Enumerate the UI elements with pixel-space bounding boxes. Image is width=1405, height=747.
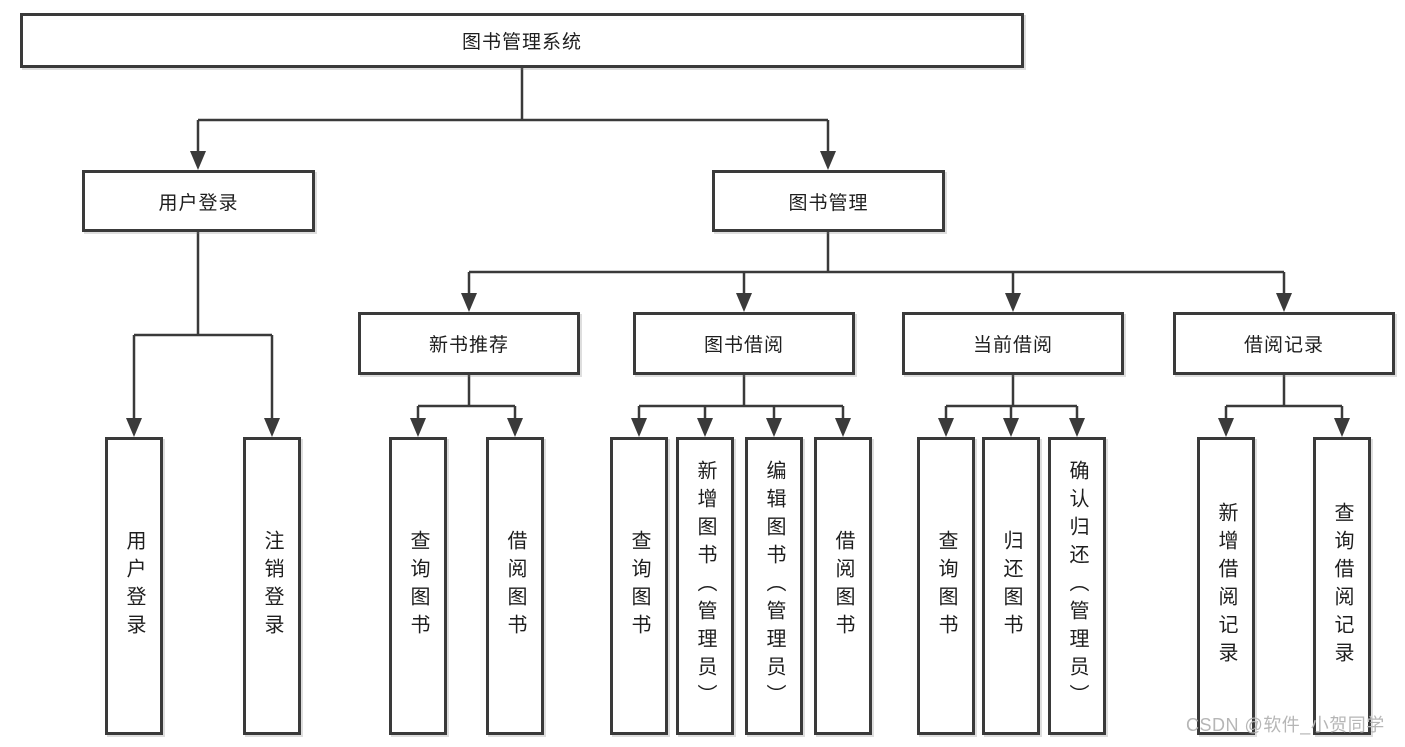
arrowheads <box>126 151 1350 437</box>
node-current-borrow: 当前借阅 <box>902 312 1124 375</box>
leaf-add-borrow-record: 新增借阅记录 <box>1197 437 1255 735</box>
csdn-watermark: CSDN @软件_小贺同学 <box>1186 715 1385 735</box>
leaf-confirm-return-admin: 确认归还（管理员） <box>1048 437 1106 735</box>
leaf-user-login: 用户登录 <box>105 437 163 735</box>
leaf-borrow-books-recommend: 借阅图书 <box>486 437 544 735</box>
leaf-logout: 注销登录 <box>243 437 301 735</box>
leaf-query-books-recommend: 查询图书 <box>389 437 447 735</box>
node-system-root: 图书管理系统 <box>20 13 1024 68</box>
node-book-borrow: 图书借阅 <box>633 312 855 375</box>
leaf-query-books-borrow: 查询图书 <box>610 437 668 735</box>
leaf-edit-books-admin: 编辑图书（管理员） <box>745 437 803 735</box>
node-new-book-recommend: 新书推荐 <box>358 312 580 375</box>
leaf-borrow-books: 借阅图书 <box>814 437 872 735</box>
leaf-add-books-admin: 新增图书（管理员） <box>676 437 734 735</box>
node-user-login-branch: 用户登录 <box>82 170 315 232</box>
node-borrow-records: 借阅记录 <box>1173 312 1395 375</box>
leaf-return-books: 归还图书 <box>982 437 1040 735</box>
leaf-query-books-current: 查询图书 <box>917 437 975 735</box>
node-book-management-branch: 图书管理 <box>712 170 945 232</box>
leaf-query-borrow-record: 查询借阅记录 <box>1313 437 1371 735</box>
